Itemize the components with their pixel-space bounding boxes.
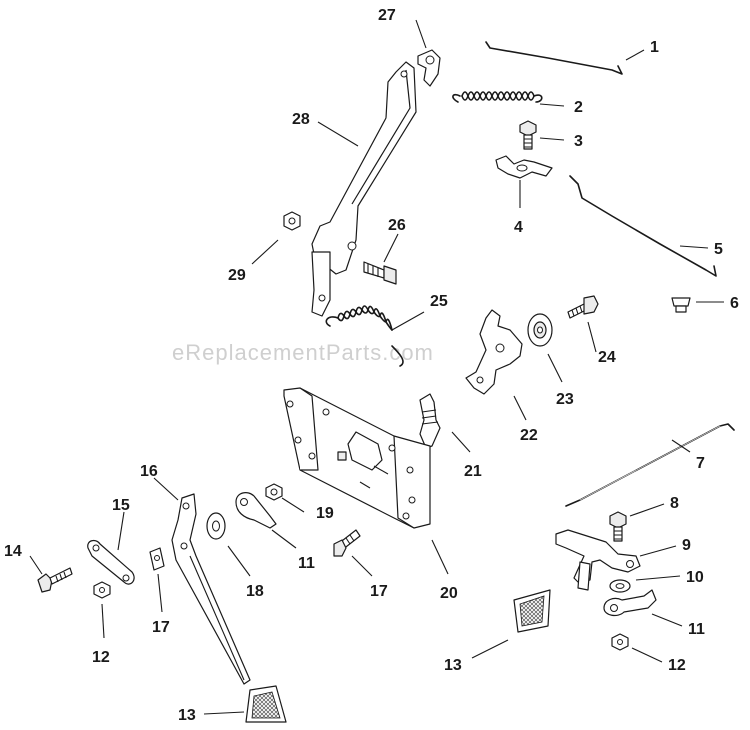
part-12-nut-right [611, 633, 629, 651]
callout-27: 27 [378, 7, 396, 24]
callout-16: 16 [140, 463, 158, 480]
part-3-bolt [519, 120, 537, 150]
callout-26: 26 [388, 217, 406, 234]
part-8-bolt [609, 511, 627, 542]
callout-12-right: 12 [668, 657, 686, 674]
part-15-link [87, 539, 135, 585]
callout-12-left: 12 [92, 649, 110, 666]
callout-8: 8 [670, 495, 679, 512]
part-13-pad-left [245, 685, 287, 723]
callout-11-right: 11 [688, 621, 705, 638]
callout-13-left: 13 [178, 707, 196, 724]
callout-3: 3 [574, 133, 583, 150]
part-23-washer [527, 313, 553, 347]
part-12-nut-left [93, 581, 111, 599]
part-10-washer [609, 579, 631, 593]
callout-5: 5 [714, 241, 723, 258]
callout-17-left: 17 [152, 619, 170, 636]
callout-29: 29 [228, 267, 246, 284]
callout-2: 2 [574, 99, 583, 116]
part-17-spacer-left [149, 547, 165, 571]
callout-25: 25 [430, 293, 448, 310]
callout-28: 28 [292, 111, 310, 128]
callout-13-right: 13 [444, 657, 462, 674]
callout-7: 7 [696, 455, 705, 472]
part-7-rod [565, 423, 735, 507]
part-22-bracket [465, 309, 523, 395]
part-26-bolt [363, 261, 397, 285]
part-5-rod [569, 175, 717, 277]
part-11-arm-right [603, 589, 657, 617]
callout-24: 24 [598, 349, 616, 366]
part-27-clip [417, 49, 441, 87]
part-25-spring [325, 305, 404, 367]
leader-lines [29, 19, 724, 715]
watermark-text: eReplacementParts.com [172, 340, 434, 365]
part-16-pedal-arm [171, 493, 251, 685]
part-9-lever [555, 529, 641, 591]
callout-21: 21 [464, 463, 482, 480]
part-4-bracket [495, 155, 553, 179]
callout-1: 1 [650, 39, 659, 56]
callout-20: 20 [440, 585, 458, 602]
callout-22: 22 [520, 427, 538, 444]
callout-19: 19 [316, 505, 334, 522]
part-6-bushing [671, 297, 691, 313]
part-17-bolt-center [333, 529, 361, 557]
part-14-bolt [37, 567, 73, 593]
part-2-spring [452, 91, 543, 103]
part-11-arm-left [235, 492, 277, 529]
callout-10: 10 [686, 569, 704, 586]
part-28-control-arm [311, 61, 417, 317]
part-18-washer [206, 512, 226, 540]
part-13-pad-right [513, 589, 551, 633]
part-19-nut [265, 483, 283, 501]
part-21-fitting [419, 393, 441, 449]
callout-labels: 1 2 3 4 5 6 7 8 9 10 11 12 13 24 23 22 2… [4, 7, 739, 724]
callout-15: 15 [112, 497, 130, 514]
part-20-mounting-plate [283, 387, 431, 529]
callout-9: 9 [682, 537, 691, 554]
callout-11-left: 11 [298, 555, 315, 572]
part-1-link-rod [485, 41, 623, 75]
callout-6: 6 [730, 295, 739, 312]
callout-18: 18 [246, 583, 264, 600]
part-29-nut [283, 211, 301, 231]
callout-23: 23 [556, 391, 574, 408]
callout-17-center: 17 [370, 583, 388, 600]
callout-4: 4 [514, 219, 523, 236]
part-24-bolt [567, 295, 599, 319]
callout-14: 14 [4, 543, 22, 560]
